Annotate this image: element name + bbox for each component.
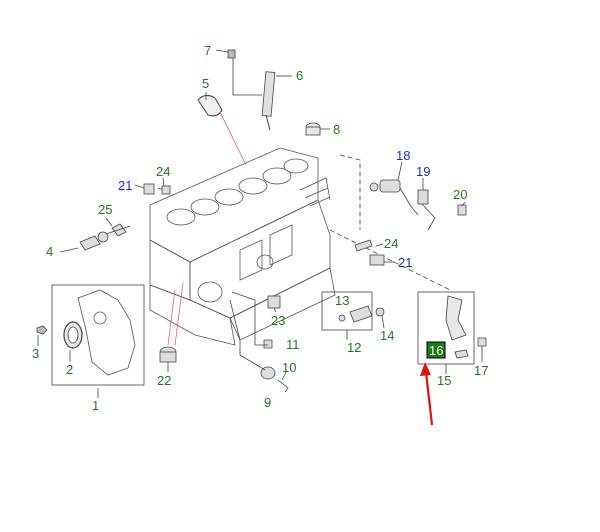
sensor-parts [369,179,467,231]
callout-2: 2 [66,362,73,377]
callout-22: 22 [157,373,171,388]
callout-17: 17 [474,363,488,378]
callout-1: 1 [92,398,99,413]
red-pointer-arrow [420,362,434,426]
red-leader-lines [167,111,247,346]
callout-12: 12 [347,340,361,355]
callout-20: 20 [453,187,467,202]
callout-11: 11 [286,337,300,352]
bracket-right-parts [354,239,385,266]
group-12-part [321,291,385,331]
callout-25: 25 [98,202,112,217]
callout-7: 7 [204,43,211,58]
callout-10: 10 [282,360,296,375]
callout-14: 14 [380,328,394,343]
callout-4: 4 [46,244,53,259]
plug-22-part [159,346,177,363]
front-cover-part [36,284,145,386]
callout-15: 15 [437,373,451,388]
callout-21-right: 21 [398,255,412,270]
callout-18: 18 [396,148,410,163]
reference-lines [329,154,451,291]
gasket-part [197,94,223,117]
callout-24-right: 24 [384,236,398,251]
temp-sensor-part [79,231,109,251]
callout-24-left: 24 [156,164,170,179]
callout-16: 16 [429,343,443,358]
callout-3: 3 [32,346,39,361]
callout-16-highlight: 16 [426,341,446,359]
callout-19: 19 [416,164,430,179]
callout-23: 23 [271,313,285,328]
bracket-left-parts [143,183,171,195]
leader-lines [37,49,483,398]
engine-block [149,147,336,346]
callout-9: 9 [264,395,271,410]
callout-21-left: 21 [118,178,132,193]
callout-13: 13 [335,293,349,308]
callout-6: 6 [296,68,303,83]
callout-labels: 1 2 3 4 5 6 7 8 9 10 11 12 13 14 15 16 1… [32,43,488,413]
plug-part [305,122,321,136]
callout-8: 8 [333,122,340,137]
clip-23-part [267,295,281,309]
callout-5: 5 [202,76,209,91]
dipstick-tube-part [227,49,276,131]
